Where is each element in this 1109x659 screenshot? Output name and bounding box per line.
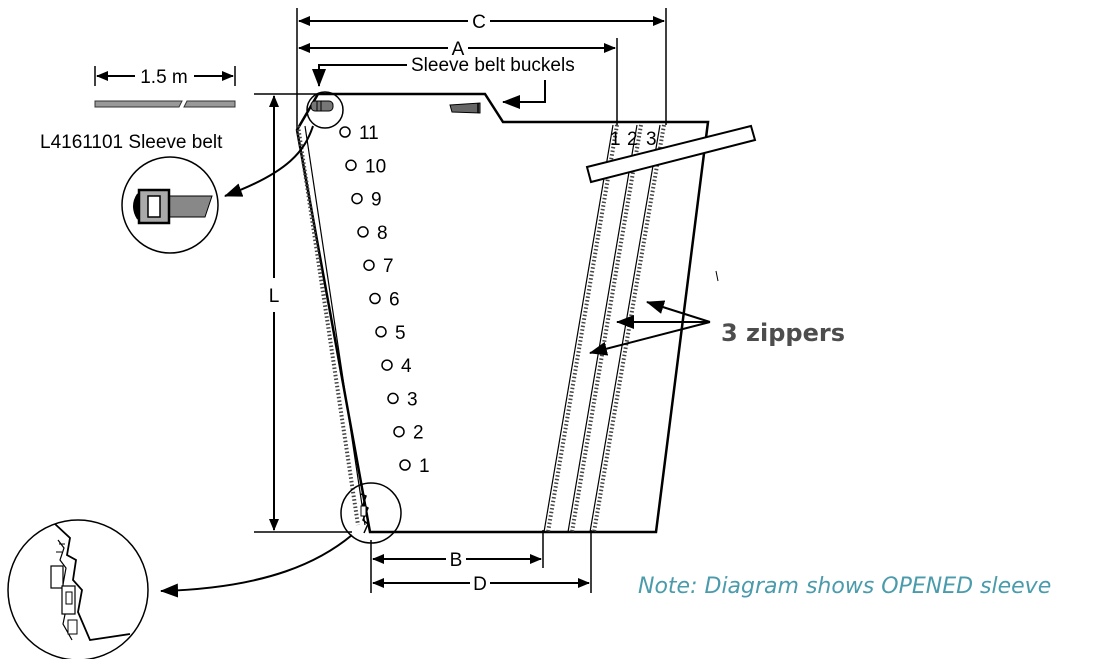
belt-length-label: 1.5 m	[140, 67, 188, 88]
sleeve-belt-label: L4161101 Sleeve belt	[40, 132, 223, 153]
hole-marker	[339, 126, 351, 138]
callout-arrows	[160, 125, 353, 598]
buckle-icons	[310, 100, 481, 114]
hole-marker	[381, 359, 393, 371]
dimension-b: B	[370, 530, 544, 593]
dimension-l-label: L	[269, 286, 280, 307]
sleeve-outline	[295, 92, 710, 534]
left-zipper-edge	[296, 125, 366, 526]
zippers-label: 3 zippers	[721, 319, 845, 347]
dimension-d-label: D	[473, 574, 487, 595]
hole-number: 5	[395, 323, 406, 344]
zipper-number-2: 2	[627, 129, 638, 150]
zipper-number-1: 1	[610, 129, 621, 150]
hole-marker	[399, 459, 411, 471]
note-text: Diagram shows OPENED sleeve	[705, 574, 1052, 599]
buckles-callout: Sleeve belt buckels	[312, 55, 575, 109]
hole-number: 7	[383, 256, 394, 277]
callout-circles	[306, 91, 402, 544]
hole-number: 11	[359, 123, 379, 144]
zipper-detail-magnifier	[7, 519, 149, 659]
dimension-a-label: A	[452, 39, 465, 60]
hole-number: 9	[371, 190, 382, 211]
dimension-l: L	[254, 93, 352, 533]
hole-number: 3	[407, 389, 418, 410]
belt-slider-bar	[585, 124, 757, 184]
diagram-note: Note: Diagram shows OPENED sleeve	[638, 574, 1051, 599]
hole-number: 4	[401, 356, 412, 377]
dimension-c: C	[296, 8, 667, 130]
hole-number: 6	[389, 290, 400, 311]
zippers: 1 2 3	[543, 124, 666, 533]
hole-marker	[345, 159, 357, 172]
hole-number: 10	[365, 156, 386, 177]
dimension-b-label: B	[450, 550, 463, 571]
hole-marker	[351, 192, 363, 205]
hole-marker	[369, 292, 381, 305]
buckles-label: Sleeve belt buckels	[411, 55, 575, 76]
zipper-number-3: 3	[646, 129, 657, 150]
hole-number: 8	[377, 223, 388, 244]
dimension-a: A	[298, 38, 618, 125]
hole-marker	[357, 226, 369, 238]
hole-marker	[375, 326, 387, 338]
zippers-callout: 3 zippers	[589, 270, 845, 356]
dimension-c-label: C	[472, 12, 486, 33]
hole-number: 2	[413, 423, 424, 444]
hole-marker	[363, 259, 375, 271]
attachment-holes: 11 10 9 8 7 6 5 4 3 2 1	[339, 123, 430, 477]
note-prefix: Note:	[638, 574, 698, 599]
buckle-detail-magnifier	[121, 156, 219, 254]
dimension-d: D	[372, 530, 592, 595]
hole-marker	[393, 425, 405, 438]
sleeve-belt: 1.5 m L4161101 Sleeve belt	[40, 66, 236, 153]
hole-marker	[387, 392, 399, 405]
hole-number: 1	[419, 456, 430, 477]
